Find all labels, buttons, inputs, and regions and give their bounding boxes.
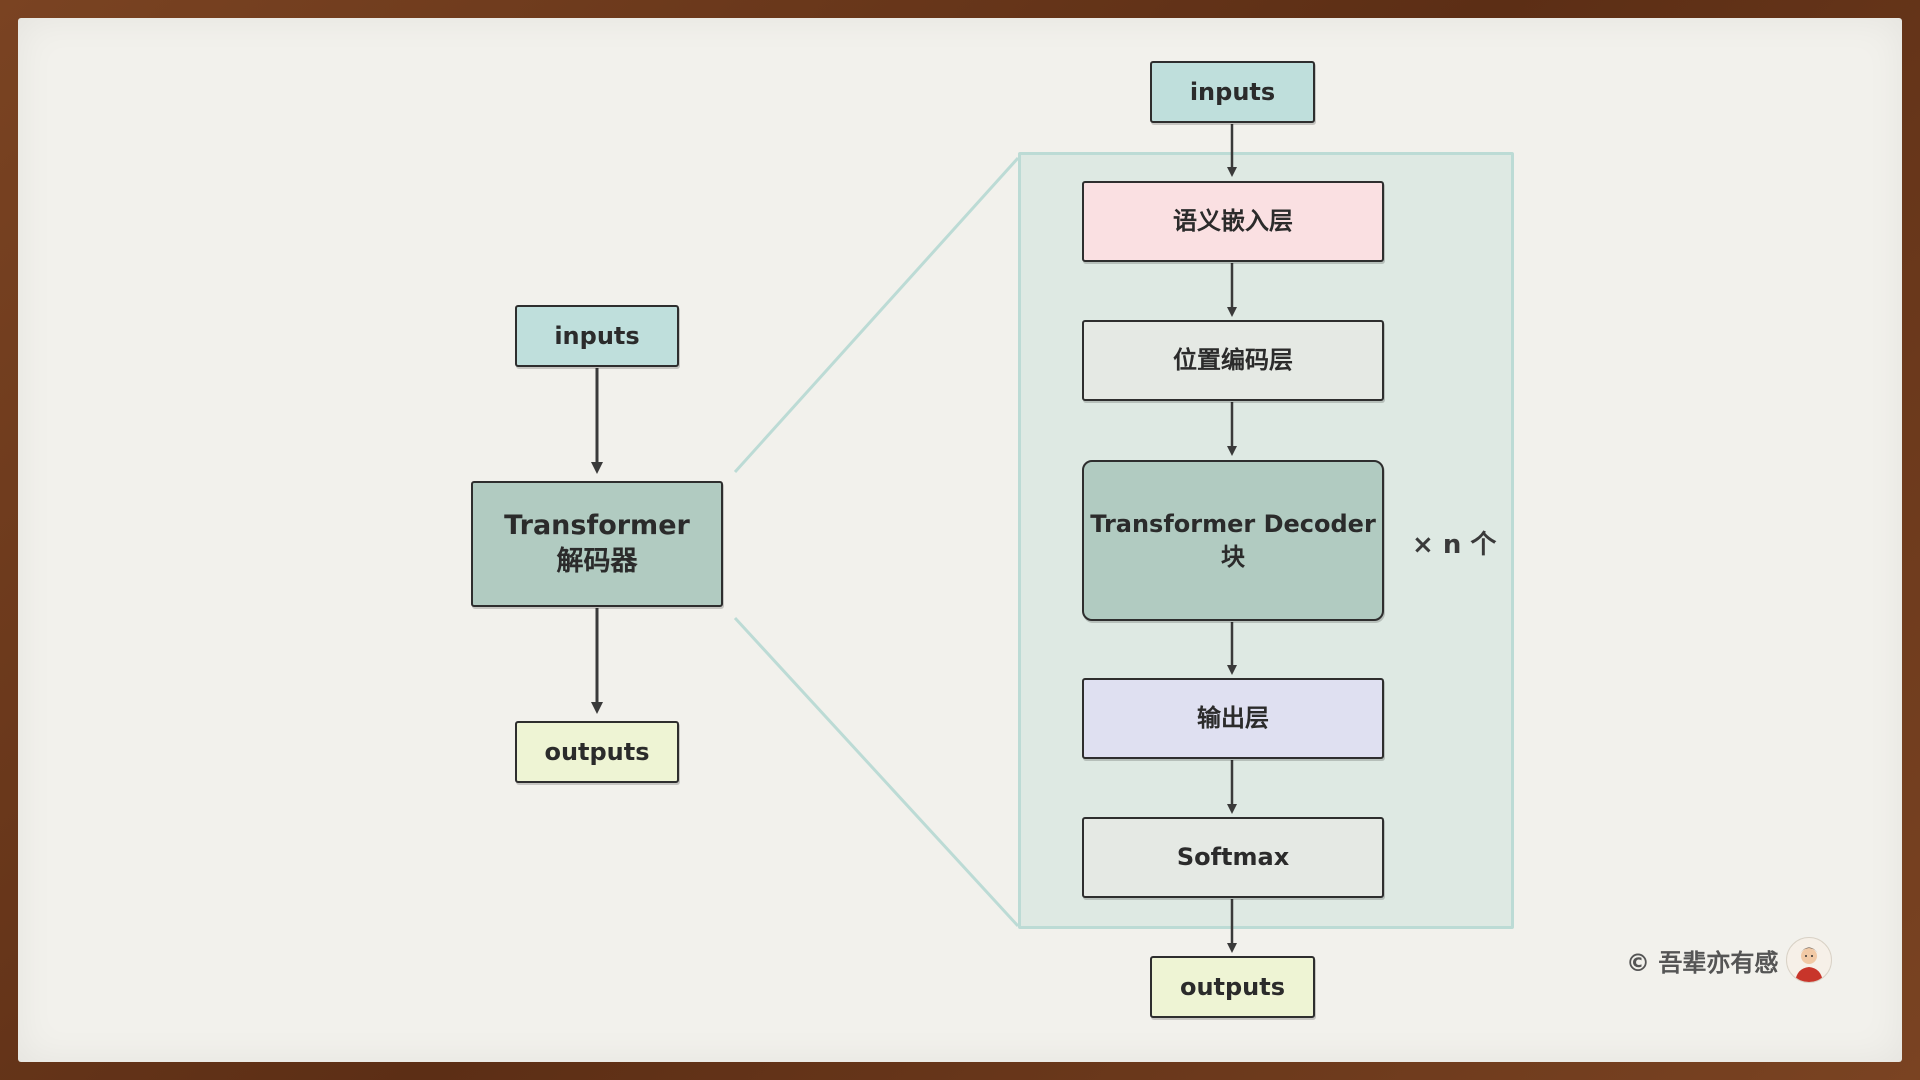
detail-output-label: outputs [1179,972,1286,1001]
positional-encoding-label: 位置编码层 [1173,346,1293,375]
transformer-decoder-label-line2: 解码器 [556,546,638,577]
softmax-box: Softmax [1082,817,1384,898]
softmax-label: Softmax [1176,843,1290,872]
watermark: © 吾辈亦有感 [1626,937,1833,983]
simple-output-label: outputs [544,737,650,766]
output-layer-box: 输出层 [1082,678,1384,759]
transformer-decoder-label-line1: Transformer [504,509,690,541]
detail-input-label: inputs [1189,77,1276,106]
simple-input-label: inputs [554,321,640,350]
repeat-count-label: × n 个 [1412,530,1497,560]
detail-input-box: inputs [1150,61,1315,123]
decoder-block-box: Transformer Decoder 块 [1082,460,1384,621]
embedding-layer-label: 语义嵌入层 [1173,207,1293,236]
positional-encoding-box: 位置编码层 [1082,320,1384,401]
transformer-decoder-box: Transformer 解码器 [471,481,723,607]
watermark-text: © 吾辈亦有感 [1626,948,1779,977]
embedding-layer-box: 语义嵌入层 [1082,181,1384,262]
detail-output-box: outputs [1150,956,1315,1018]
simple-output-box: outputs [515,721,679,783]
avatar-icon [1786,937,1833,983]
output-layer-label: 输出层 [1197,704,1269,733]
decoder-block-label: Transformer Decoder 块 [1090,510,1376,571]
paper-background [18,18,1902,1062]
simple-input-box: inputs [515,305,679,367]
